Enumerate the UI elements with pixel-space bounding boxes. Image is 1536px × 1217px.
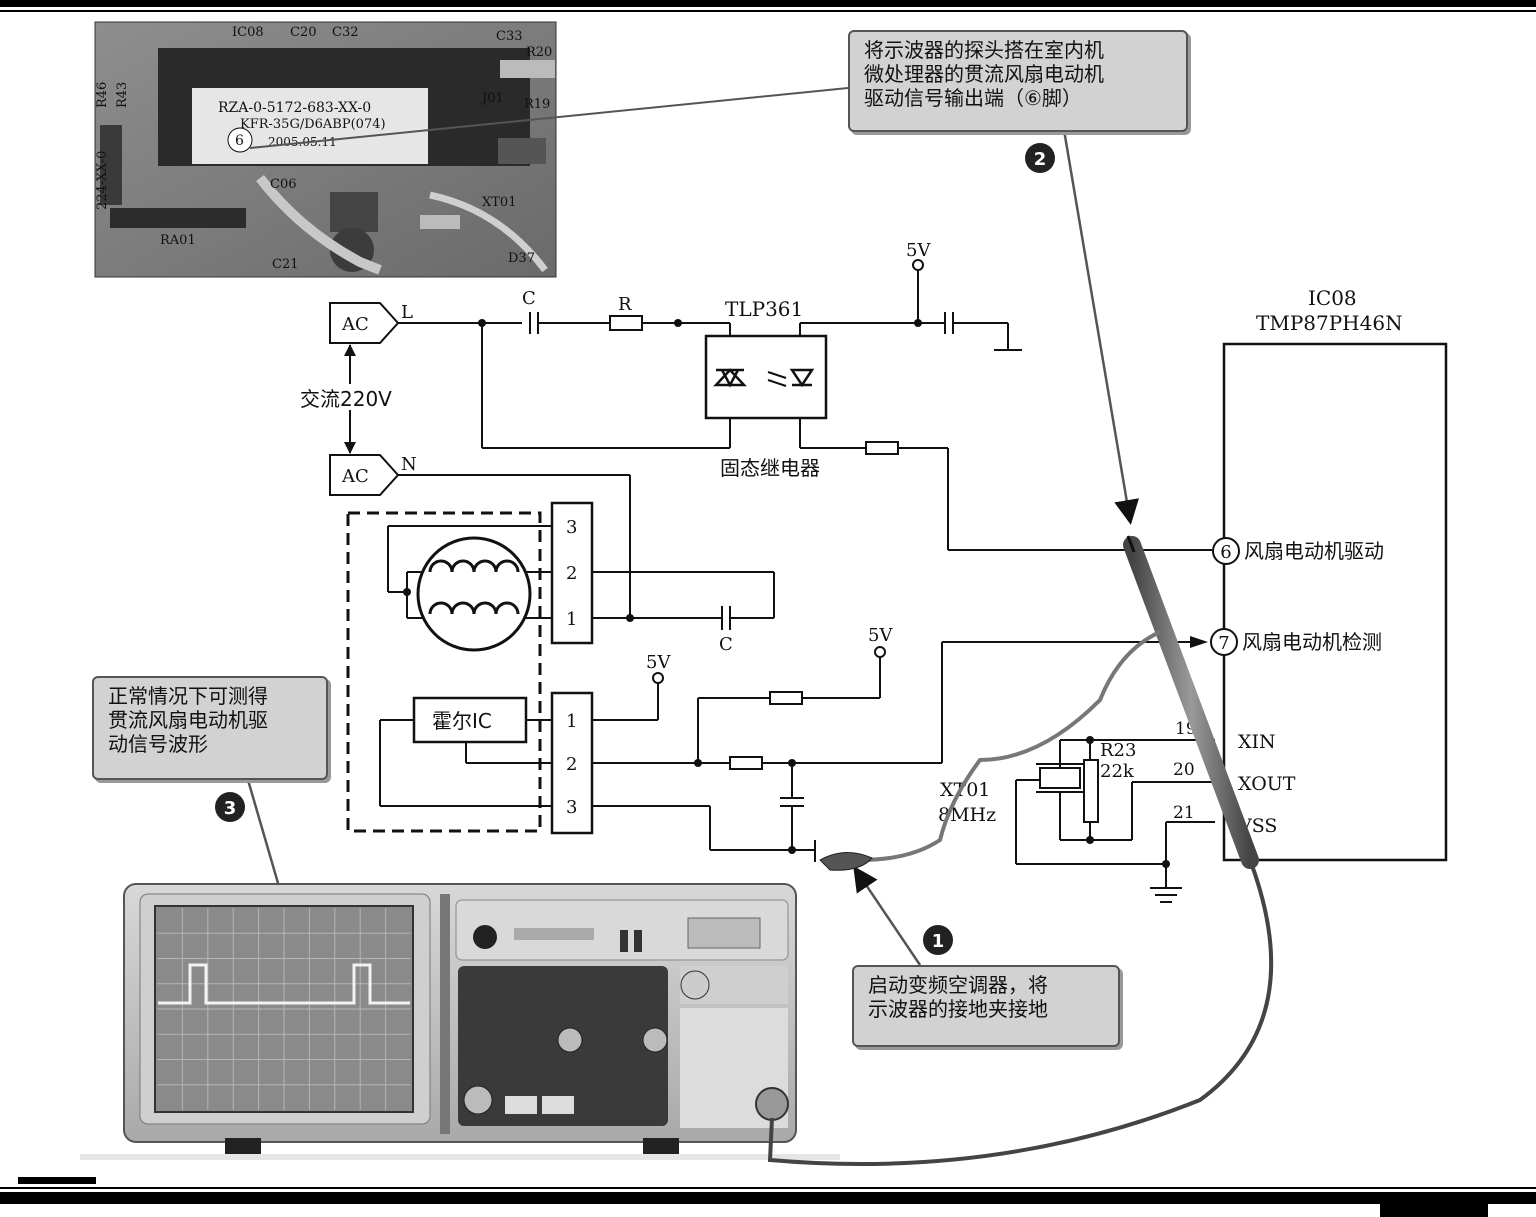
tlp-label: TLP361 [725,297,803,321]
bottom-rule-thin [0,1187,1536,1189]
pcb-label-c33: C33 [496,29,523,44]
pcb-label-r20: R20 [526,45,552,60]
res-r-label: R [618,294,632,315]
ic-pin-xin: XIN [1238,731,1276,753]
pcb-label-c21: C21 [272,257,299,272]
hall-ic: 霍尔IC [412,696,528,744]
fan-motor-unit-border [346,511,542,833]
pcb-pin6: 6 [235,133,244,149]
vcc-terminal-hall [652,672,664,684]
svg-text:风扇电动机检测: 风扇电动机检测 [1242,630,1382,654]
pcb-labels: IC08 C20 C32 C33 R20 J01 R19 RZA-0-5172-… [95,25,552,272]
wires-hall [379,641,1200,862]
ic-pin6: 6 风扇电动机驱动 [1212,537,1384,565]
bottom-rule [0,1192,1536,1204]
ic-part: TMP87PH46N [1256,311,1403,335]
wires-top [398,268,1212,551]
hall-connector: 1 2 3 [550,691,594,835]
ic-pin20-num: 20 [1173,760,1195,780]
r23-label: R23 [1100,740,1136,761]
svg-text:2: 2 [1034,149,1047,170]
crystal-network [1015,739,1215,903]
pcb-label-c06: C06 [270,177,297,192]
step-marker-2: 2 [1025,143,1055,173]
bottom-block [1380,1204,1488,1217]
pcb-label-c20: C20 [290,25,317,40]
svg-text:3: 3 [566,517,577,538]
ic-name: IC08 [1308,286,1357,310]
pcb-label-side: 224-XX-0 [95,151,110,210]
pcb-label-j01: J01 [480,91,504,106]
ic-pin7: 7 风扇电动机检测 [1210,628,1382,656]
scope-waveform [158,963,410,1005]
callout-waveform: 正常情况下可测得 贯流风扇电动机驱 动信号波形 [92,676,328,780]
cap-c2-label: C [719,634,733,655]
pcb-label-r43: R43 [115,82,130,108]
vcc-terminal-pullup [874,646,886,658]
bottom-mark [18,1177,96,1184]
label-n: N [401,454,417,475]
pcb-chip-line1: RZA-0-5172-683-XX-0 [218,100,371,116]
svg-text:7: 7 [1218,633,1229,654]
top-rule [0,0,1536,7]
cap-c-label: C [522,288,536,309]
pcb-label-ra01: RA01 [160,233,196,248]
pcb-photo [94,21,557,278]
vcc-terminal-top [912,259,924,271]
ac-voltage-label: 交流220V [300,387,392,411]
oscilloscope-probe [767,535,1274,1166]
ic-pin21-num: 21 [1173,803,1195,823]
callout-probe: 将示波器的探头搭在室内机 微处理器的贯流风扇电动机 驱动信号输出端（⑥脚） [848,30,1188,132]
r23-value: 22k [1100,761,1135,782]
pcb-label-ic08: IC08 [232,25,264,40]
vcc-label-hall: 5V [646,652,671,673]
svg-text:1: 1 [566,711,577,732]
step-marker-3: 3 [215,792,245,822]
solid-state-relay [704,334,828,420]
relay-label: 固态继电器 [720,456,820,480]
photo-leader-line [249,87,849,149]
scope-grid [157,908,411,1110]
svg-text:2: 2 [566,754,577,775]
pcb-chip-line2: KFR-35G/D6ABP(074) [240,117,386,132]
arrow-step2 [1062,129,1139,525]
pcb-label-r19: R19 [524,97,550,112]
pcb-label-c32: C32 [332,25,359,40]
svg-text:风扇电动机驱动: 风扇电动机驱动 [1244,539,1384,563]
callout-ground: 启动变频空调器，将 示波器的接地夹接地 [852,965,1120,1047]
pcb-label-xt01: XT01 [482,195,516,210]
ac-source-n: AC N [329,454,417,496]
pcb-label-r46: R46 [95,82,110,108]
label-l: L [401,302,413,323]
vcc-label-pullup: 5V [868,625,893,646]
ac-source-l: AC L [329,302,413,344]
motor-connector: 3 2 1 [550,501,594,645]
ic08-chip [1222,342,1448,862]
xt01-label: XT01 [940,779,990,801]
svg-text:AC: AC [341,466,369,487]
svg-text:2: 2 [566,563,577,584]
svg-text:3: 3 [224,798,237,819]
oscilloscope [80,883,840,1160]
fan-motor [416,536,532,652]
svg-text:1: 1 [932,931,945,952]
vcc-label-top: 5V [906,240,931,261]
svg-text:3: 3 [566,797,577,818]
top-rule-thin [0,10,1536,12]
svg-text:霍尔IC: 霍尔IC [432,709,492,733]
pcb-label-d37: D37 [508,251,535,266]
svg-text:6: 6 [1220,542,1231,563]
svg-text:1: 1 [566,609,577,630]
arrow-step1 [853,865,922,966]
step-marker-1: 1 [923,925,953,955]
svg-text:AC: AC [341,314,369,335]
ic-pin-xout: XOUT [1238,773,1296,795]
